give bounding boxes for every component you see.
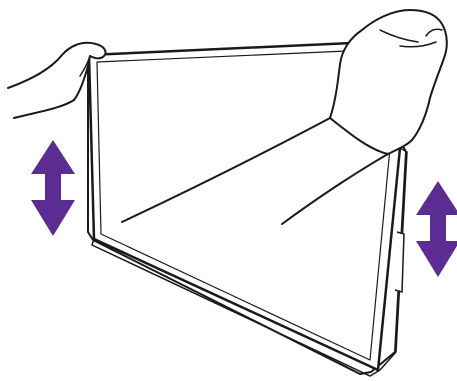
left-thumb	[79, 55, 91, 77]
monitor-side-button	[394, 231, 405, 293]
monitor-bottom-edge	[91, 238, 381, 377]
right-finger-1	[379, 29, 419, 43]
right-finger-3	[425, 28, 443, 37]
right-finger-2	[399, 41, 437, 48]
right-arm-upper	[121, 117, 331, 223]
up-down-arrow-icon	[416, 181, 457, 277]
monitor	[87, 41, 408, 377]
arrow-left	[31, 140, 75, 236]
monitor-screen	[96, 50, 391, 361]
up-down-arrow-icon	[31, 140, 75, 236]
right-arm-lower	[281, 153, 389, 225]
arrow-right	[416, 181, 457, 277]
right-hand-icon	[121, 9, 448, 225]
left-hand-icon	[7, 41, 107, 119]
left-arm	[7, 41, 107, 119]
